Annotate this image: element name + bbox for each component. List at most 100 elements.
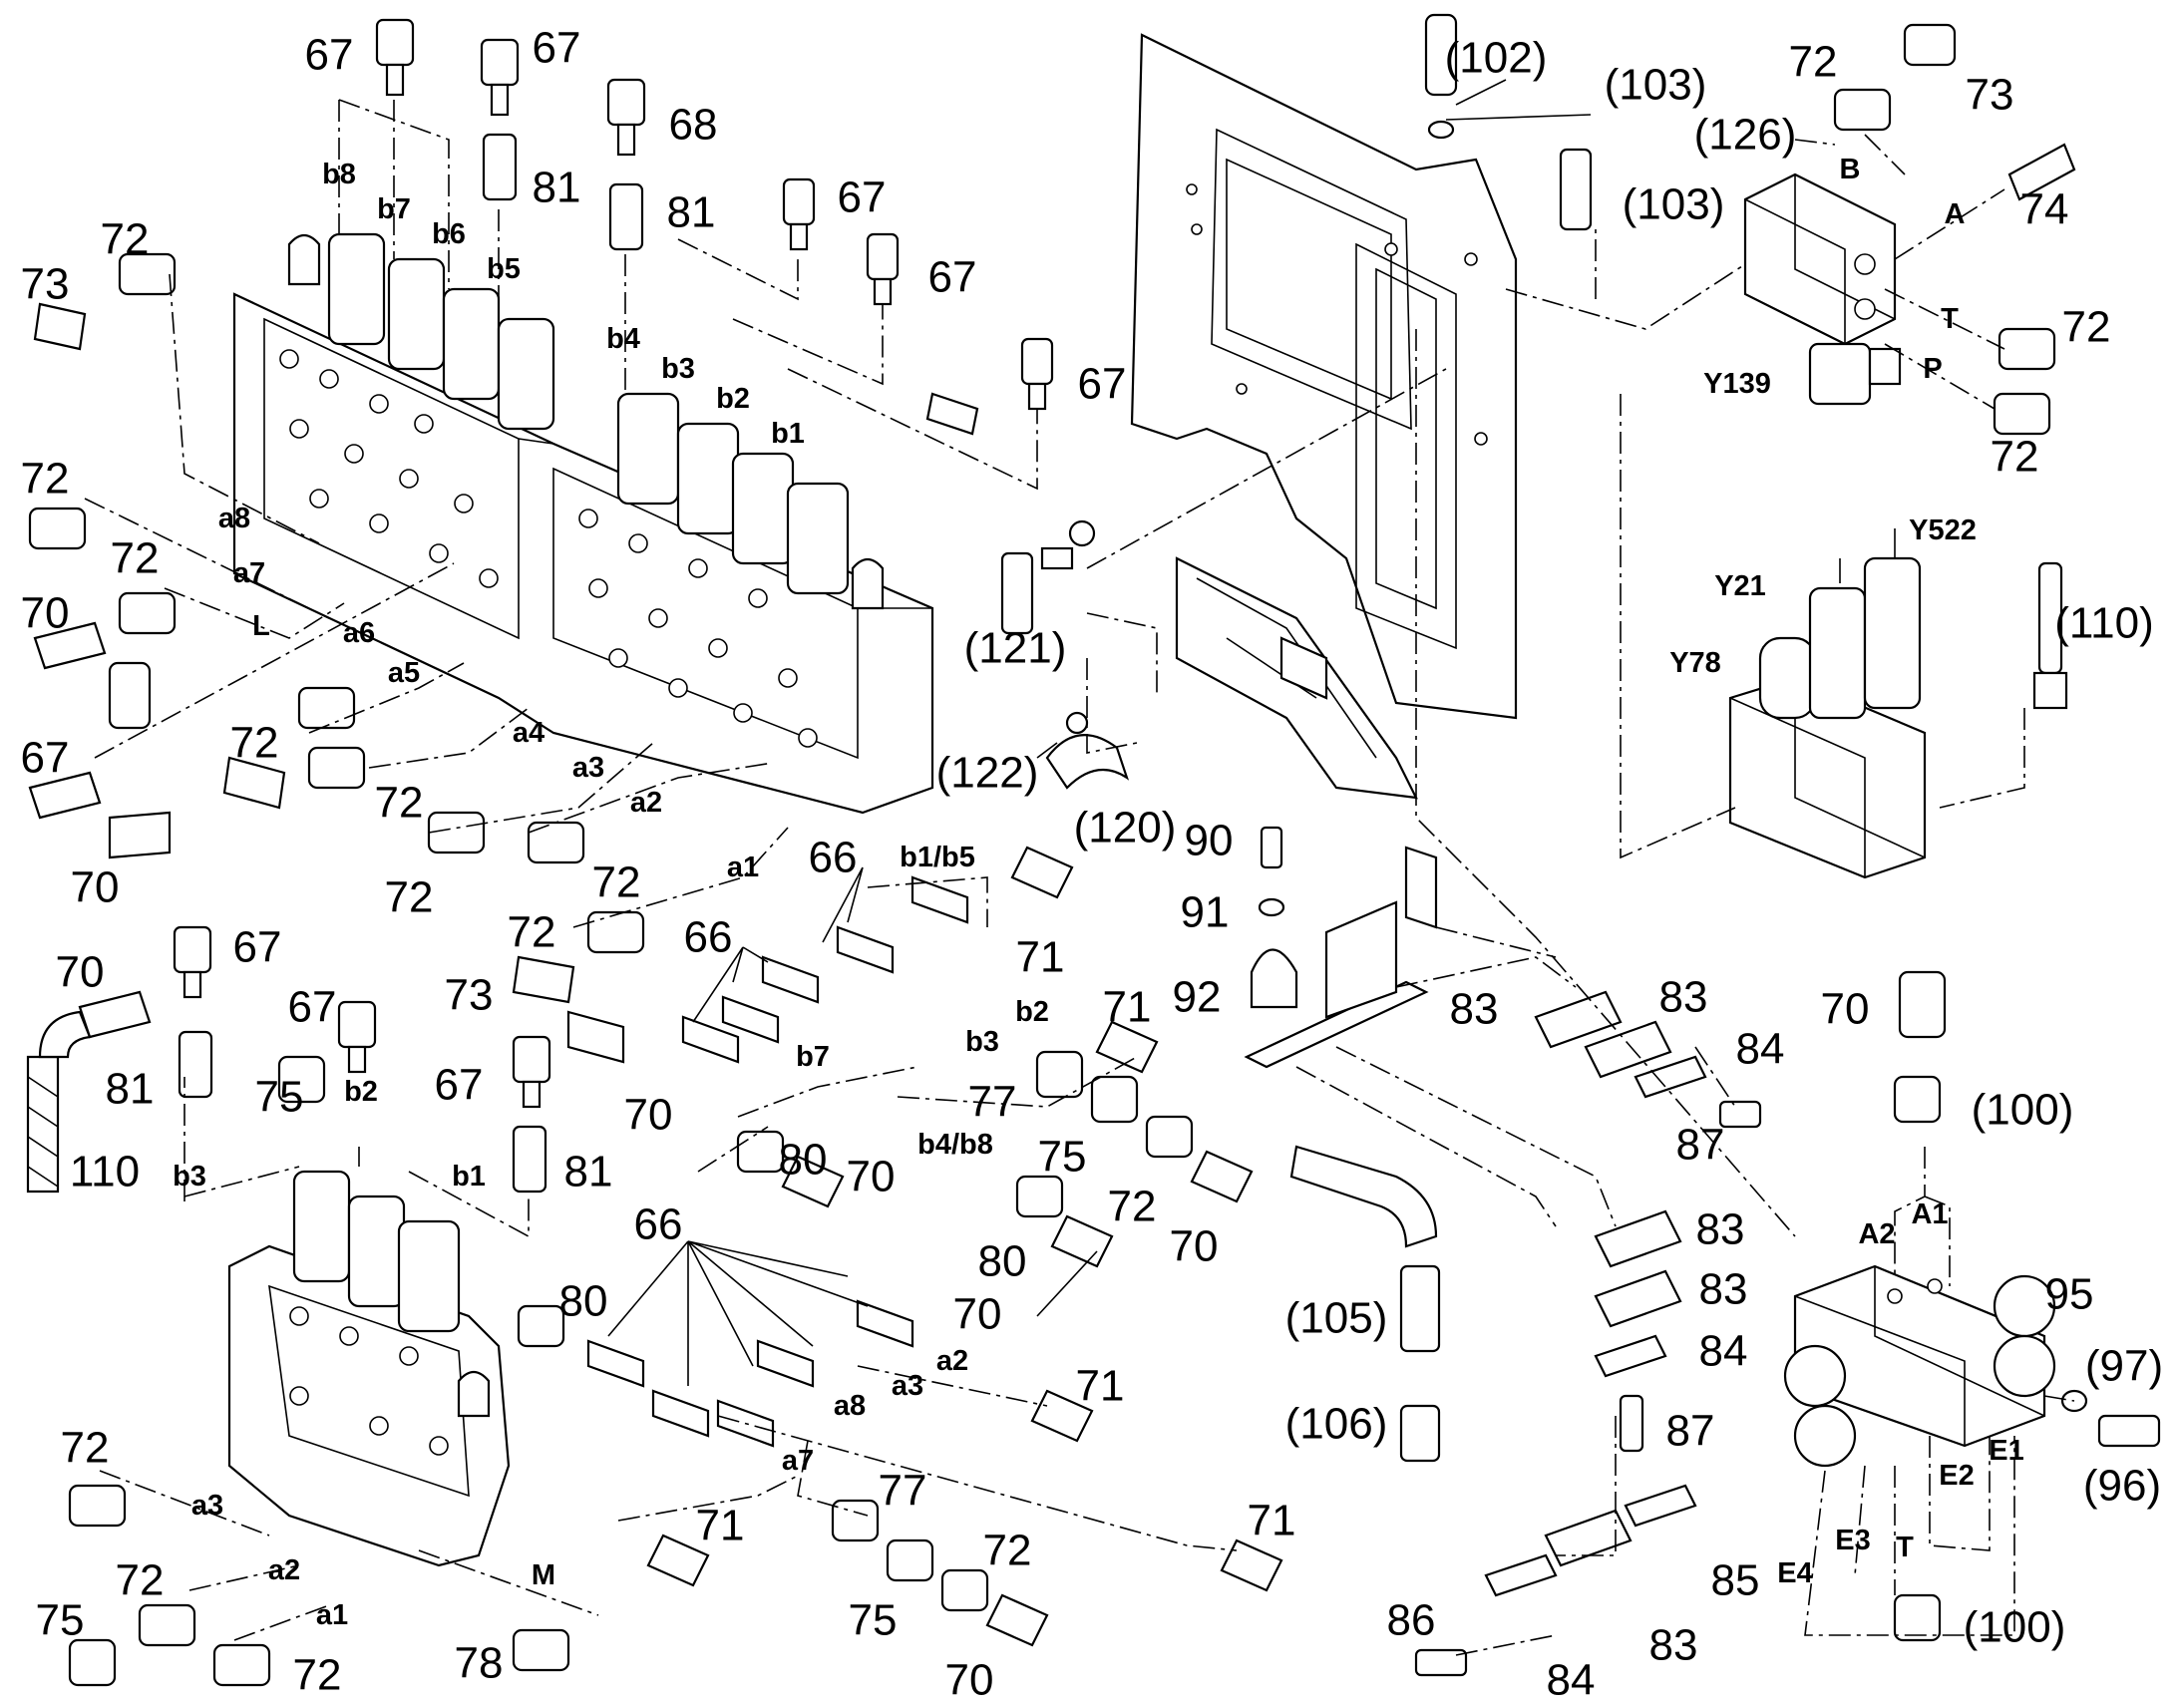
callout-label: 81 (106, 1065, 155, 1114)
callout-label: 74 (2020, 185, 2069, 234)
callout-label: (96) (2083, 1462, 2161, 1511)
callout-label: 67 (838, 173, 887, 222)
mounting-frame (1130, 33, 1518, 800)
callout-label: a8 (834, 1390, 866, 1422)
callout-label: 80 (559, 1277, 608, 1326)
callout-label: a1 (727, 852, 759, 883)
callout-label: 81 (667, 188, 716, 237)
callout-label: a2 (268, 1554, 300, 1586)
callout-label: A2 (1858, 1218, 1895, 1250)
callout-label: 85 (1711, 1556, 1760, 1605)
callout-label: a2 (936, 1345, 968, 1377)
callout-label: 70 (1821, 985, 1870, 1034)
callout-label: a6 (343, 617, 375, 649)
callout-label: 72 (101, 215, 150, 264)
callout-label: b8 (322, 159, 356, 190)
control-valve-block-upper (232, 232, 934, 815)
callout-label: E1 (1989, 1435, 2023, 1467)
callout-label: a8 (218, 503, 250, 534)
callout-label: E2 (1939, 1460, 1974, 1492)
callout-label: (102) (1445, 34, 1548, 83)
callout-label: b2 (1015, 996, 1049, 1028)
callout-label: b1/b5 (900, 842, 975, 873)
callout-label: b4 (606, 323, 640, 355)
callout-label: 75 (36, 1596, 85, 1645)
callout-label: 71 (1016, 933, 1065, 982)
callout-label: (103) (1605, 61, 1707, 110)
callout-label: (97) (2085, 1342, 2163, 1391)
callout-label: b2 (716, 383, 750, 415)
callout-label: 81 (564, 1148, 613, 1196)
mounting-bracket (1244, 846, 1438, 1069)
callout-label: 72 (116, 1556, 165, 1605)
callout-label: 72 (61, 1424, 110, 1473)
callout-label: a3 (892, 1370, 923, 1402)
callout-label: 67 (435, 1061, 484, 1110)
callout-label: a3 (572, 752, 604, 784)
callout-label: Y78 (1669, 647, 1721, 679)
callout-label: 70 (1170, 1222, 1219, 1271)
callout-label: 68 (669, 101, 718, 150)
callout-label: (105) (1285, 1294, 1388, 1343)
callout-label: 72 (1991, 433, 2039, 482)
callout-label: 72 (111, 534, 160, 583)
callout-label: Y21 (1714, 570, 1766, 602)
callout-label: b3 (965, 1026, 999, 1058)
callout-label: 70 (21, 589, 70, 638)
callout-label: 66 (809, 834, 858, 882)
callout-label: T (1941, 303, 1959, 335)
callout-label: 67 (928, 253, 977, 302)
callout-label: b7 (377, 193, 411, 225)
callout-label: Y139 (1703, 368, 1771, 400)
callout-label: b7 (796, 1041, 830, 1073)
callout-label: a2 (630, 787, 662, 819)
callout-label: M (532, 1559, 555, 1591)
callout-label: 67 (1078, 360, 1127, 409)
callout-label: 72 (385, 873, 434, 922)
callout-label: 72 (230, 719, 279, 768)
callout-label: 66 (684, 913, 733, 962)
callout-label: (110) (2054, 599, 2153, 648)
callout-label: L (252, 610, 270, 642)
callout-label: B (1840, 154, 1861, 185)
callout-label: 87 (1666, 1407, 1715, 1456)
callout-label: 78 (455, 1639, 504, 1688)
callout-label: 83 (1696, 1205, 1745, 1254)
callout-label: (121) (964, 624, 1067, 673)
callout-label: a4 (513, 717, 545, 749)
callout-label: 71 (696, 1502, 745, 1550)
callout-label: 67 (21, 734, 70, 783)
callout-label: 84 (1736, 1025, 1785, 1074)
callout-label: 75 (849, 1596, 898, 1645)
callout-label: 71 (1248, 1497, 1296, 1545)
callout-label: 90 (1185, 817, 1234, 865)
callout-label: (106) (1285, 1400, 1388, 1449)
callout-label: 84 (1547, 1656, 1596, 1705)
callout-label: E3 (1835, 1525, 1870, 1556)
callout-label: b5 (487, 253, 521, 285)
hose-110 (26, 1010, 92, 1194)
callout-label: 83 (1649, 1621, 1698, 1670)
callout-label: b1 (452, 1161, 486, 1193)
callout-label: Y522 (1909, 514, 1977, 546)
callout-label: 73 (1966, 71, 2014, 120)
callout-label: A1 (1911, 1198, 1948, 1230)
leader-lines (84, 99, 2075, 1656)
valve-ports (279, 349, 818, 748)
callout-label: a1 (316, 1599, 348, 1631)
control-valve-block-lower (227, 1170, 511, 1567)
callout-label: 80 (779, 1136, 828, 1185)
callout-label: a7 (233, 557, 265, 589)
callout-label: 67 (533, 24, 581, 73)
callout-label: 75 (255, 1073, 304, 1122)
callout-label: 80 (978, 1237, 1027, 1286)
callout-label: 72 (2062, 303, 2111, 352)
callout-label: (120) (1074, 804, 1177, 853)
callout-label: 72 (1789, 38, 1838, 87)
callout-label: 83 (1450, 985, 1499, 1034)
callout-label: 70 (56, 948, 105, 997)
callout-label: 72 (1108, 1183, 1157, 1231)
callout-label: A (1945, 198, 1966, 230)
callout-label: 71 (1103, 983, 1152, 1032)
callout-label: a5 (388, 657, 420, 689)
